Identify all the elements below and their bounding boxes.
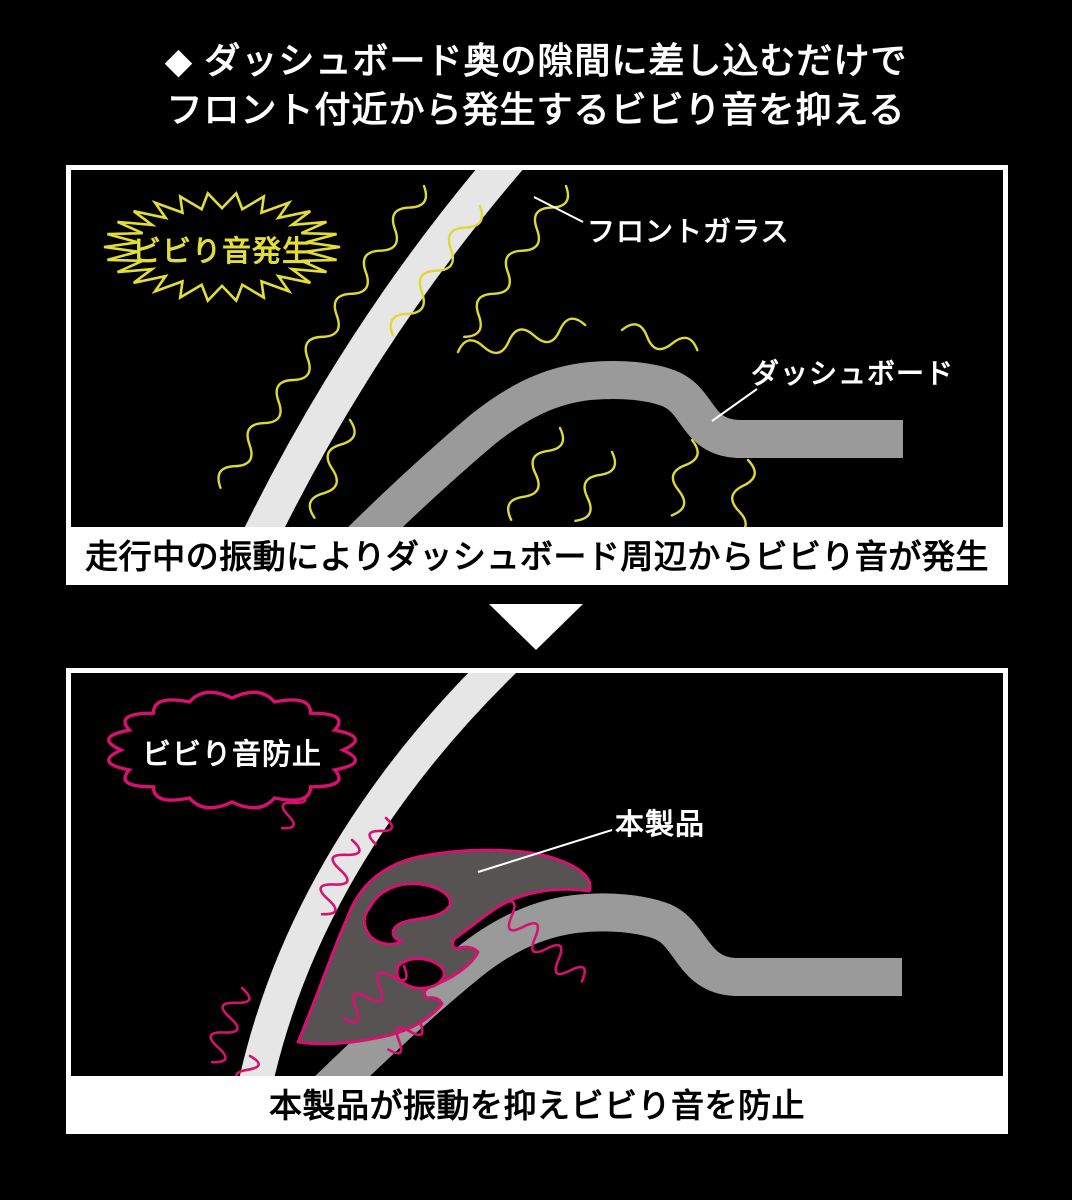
- dashboard-leader-line: [711, 388, 758, 422]
- product-cutout-hook: [362, 882, 452, 946]
- vibration-squiggles: [217, 184, 756, 527]
- before-caption: 走行中の振動によりダッシュボード周辺からビビり音が発生: [71, 527, 1003, 580]
- rattle-starburst-outline: [103, 191, 341, 303]
- grip-pinch-marks: [209, 788, 586, 1076]
- header-line-2: フロント付近から発生するビビり音を抑える: [166, 89, 906, 130]
- squiggle-line: [498, 900, 586, 983]
- dashboard-shape: [348, 360, 903, 527]
- squiggle-line: [342, 964, 408, 1024]
- prevention-cloud-outline: [107, 690, 357, 810]
- windshield-leader-line: [533, 196, 584, 223]
- squiggle-line: [280, 788, 307, 830]
- header-line-1: ◆ ダッシュボード奥の隙間に差し込むだけで: [164, 40, 908, 81]
- leader-lines: [533, 196, 758, 422]
- squiggle-line: [209, 986, 251, 1064]
- squiggle-line: [389, 204, 484, 337]
- before-panel: ビビり音発生 フロントガラス ダッシュボード 走行中の振動によりダッシュボード周…: [66, 165, 1008, 585]
- after-panel: ビビり音防止 本製品 本製品が振動を抑えビビり音を防止: [66, 668, 1008, 1134]
- down-arrow-icon: [489, 604, 583, 650]
- windshield-label: フロントガラス: [587, 216, 790, 247]
- dashboard-label: ダッシュボード: [751, 358, 955, 389]
- before-diagram: [103, 170, 903, 527]
- squiggle-line: [507, 426, 565, 522]
- squiggle-line: [463, 184, 570, 339]
- squiggle-line: [574, 450, 617, 523]
- after-caption: 本製品が振動を抑えビビり音を防止: [71, 1076, 1003, 1129]
- product-shape: [296, 848, 592, 1046]
- after-diagram: [107, 673, 902, 1076]
- product-leader-line: [477, 829, 613, 873]
- squiggle-line: [368, 816, 394, 846]
- squiggle-line: [319, 838, 361, 916]
- squiggle-line: [670, 438, 699, 517]
- squiggle-line: [217, 184, 428, 489]
- squiggle-line: [387, 1020, 424, 1055]
- windshield-shape: [244, 170, 523, 527]
- after-diagram-canvas: ビビり音防止 本製品: [71, 673, 1003, 1076]
- squiggle-line: [235, 1054, 260, 1076]
- product-label: 本製品: [615, 809, 706, 841]
- header-title: ◆ ダッシュボード奥の隙間に差し込むだけで フロント付近から発生するビビり音を抑…: [0, 36, 1072, 134]
- before-diagram-canvas: ビビり音発生 フロントガラス ダッシュボード: [71, 170, 1003, 527]
- squiggle-line: [308, 418, 356, 519]
- product-cutout-notch: [395, 957, 446, 990]
- squiggle-line: [620, 323, 699, 352]
- squiggle-line: [456, 317, 587, 355]
- squiggle-line: [731, 458, 756, 527]
